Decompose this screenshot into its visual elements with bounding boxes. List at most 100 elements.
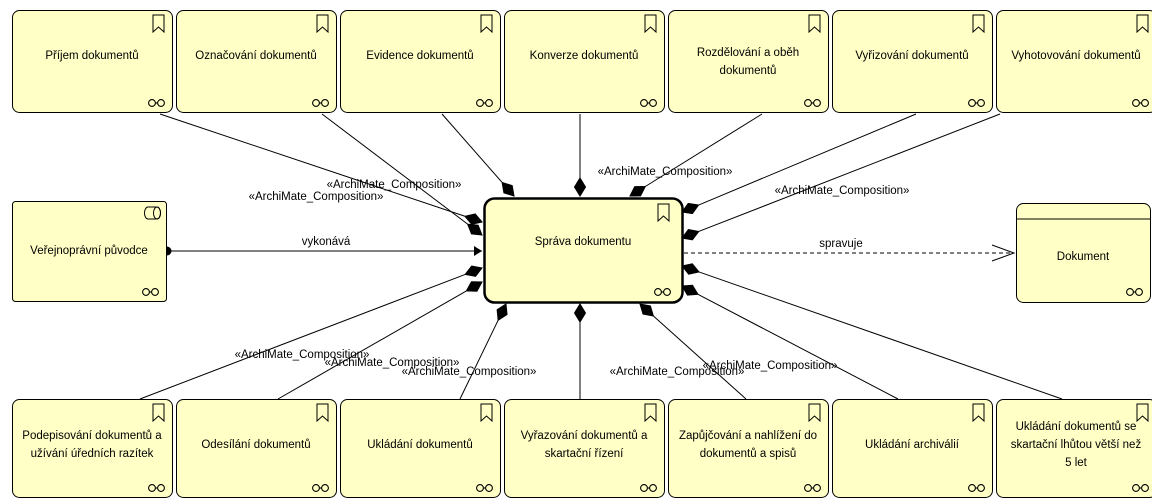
composition-label: «ArchiMate_Composition»: [598, 166, 733, 178]
composition-diamond: [573, 177, 587, 197]
composition-diamond: [681, 202, 700, 215]
link-icon: [476, 99, 493, 107]
link-icon: [476, 484, 493, 492]
process-box[interactable]: [340, 10, 501, 113]
process-box[interactable]: [668, 10, 829, 113]
connection-labels-layer: «ArchiMate_Composition»«ArchiMate_Compos…: [235, 166, 910, 378]
assignment-label: vykonává: [302, 236, 351, 248]
connections-layer: [139, 113, 1063, 400]
business-object-label: Dokument: [1057, 251, 1110, 263]
link-icon: [1132, 99, 1149, 107]
link-icon: [804, 99, 821, 107]
composition-connection[interactable]: [653, 315, 747, 400]
composition-connection[interactable]: [277, 290, 467, 400]
link-icon: [804, 484, 821, 492]
process-box[interactable]: [176, 10, 337, 113]
access-label: spravuje: [819, 238, 862, 250]
composition-diamond: [501, 181, 515, 197]
process-icon: [480, 403, 493, 423]
process-icon: [644, 14, 657, 34]
composition-diamond: [573, 303, 587, 323]
role-box[interactable]: [12, 201, 167, 302]
composition-connection[interactable]: [159, 113, 466, 217]
composition-connection[interactable]: [698, 113, 917, 206]
elements-layer: Příjem dokumentů Označování dokumentů Evid…: [12, 10, 1152, 498]
composition-connection[interactable]: [441, 113, 503, 183]
composition-diamond: [681, 263, 700, 275]
process-icon: [808, 14, 821, 34]
process-icon: [972, 403, 985, 423]
process-icon: [152, 14, 165, 34]
process-icon: [480, 14, 493, 34]
composition-label: «ArchiMate_Composition»: [249, 191, 384, 203]
main-process-label: Správa dokumentu: [535, 236, 632, 248]
composition-diamond: [464, 213, 483, 225]
composition-diamond: [639, 303, 655, 317]
process-icon: [808, 403, 821, 423]
composition-diamond: [681, 229, 700, 241]
link-icon: [142, 288, 159, 296]
process-icon: [644, 403, 657, 423]
main-process-box[interactable]: [483, 197, 684, 304]
process-box[interactable]: [996, 10, 1152, 113]
access-arrowhead: [991, 244, 1016, 262]
composition-connection[interactable]: [698, 271, 1063, 400]
composition-diamond: [466, 223, 483, 236]
business-object-box[interactable]: [1016, 203, 1151, 303]
composition-label: «ArchiMate_Composition»: [327, 179, 462, 191]
link-icon: [148, 484, 165, 492]
link-icon: [654, 288, 671, 296]
composition-diamond: [629, 185, 647, 197]
process-label: Vyřizování dokumentů: [855, 50, 968, 62]
composition-diamond: [464, 265, 483, 277]
composition-label: «ArchiMate_Composition»: [610, 366, 745, 378]
process-label: Vyhotovování dokumentů: [1011, 50, 1140, 62]
composition-connection[interactable]: [139, 273, 466, 400]
link-icon: [1132, 484, 1149, 492]
process-label: Ukládání archiválií: [865, 439, 960, 451]
process-icon: [972, 14, 985, 34]
link-icon: [1126, 288, 1143, 296]
assignment-arrowhead: [474, 246, 482, 256]
process-label: Ukládání dokumentů: [367, 439, 472, 451]
process-icon: [1136, 14, 1149, 34]
composition-connection[interactable]: [459, 319, 499, 400]
process-icon: [316, 14, 329, 34]
link-icon: [148, 99, 165, 107]
process-label: Odesílání dokumentů: [201, 439, 310, 451]
composition-connection[interactable]: [697, 293, 899, 400]
composition-label: «ArchiMate_Composition»: [402, 366, 537, 378]
process-label: Evidence dokumentů: [366, 50, 473, 62]
process-box[interactable]: [504, 10, 665, 113]
composition-label: «ArchiMate_Composition»: [235, 349, 370, 361]
composition-diamond: [681, 284, 699, 296]
link-icon: [312, 484, 329, 492]
role-label: Veřejnoprávní původce: [30, 245, 148, 257]
process-box[interactable]: [12, 10, 173, 113]
process-icon: [316, 403, 329, 423]
composition-diamond: [496, 303, 508, 322]
process-label: Příjem dokumentů: [45, 50, 138, 62]
composition-connection[interactable]: [645, 113, 763, 187]
process-icon: [152, 403, 165, 423]
link-icon: [312, 99, 329, 107]
link-icon: [968, 484, 985, 492]
composition-connection[interactable]: [698, 113, 1001, 232]
composition-connection[interactable]: [321, 113, 468, 225]
process-icon: [657, 203, 670, 223]
link-icon: [640, 484, 657, 492]
process-label: Označování dokumentů: [195, 50, 316, 62]
process-box[interactable]: [832, 10, 993, 113]
composition-label: «ArchiMate_Composition»: [325, 357, 460, 369]
composition-label: «ArchiMate_Composition»: [775, 185, 910, 197]
link-icon: [640, 99, 657, 107]
process-label: Konverze dokumentů: [530, 50, 639, 62]
composition-label: «ArchiMate_Composition»: [703, 360, 838, 372]
process-icon: [1136, 403, 1149, 423]
